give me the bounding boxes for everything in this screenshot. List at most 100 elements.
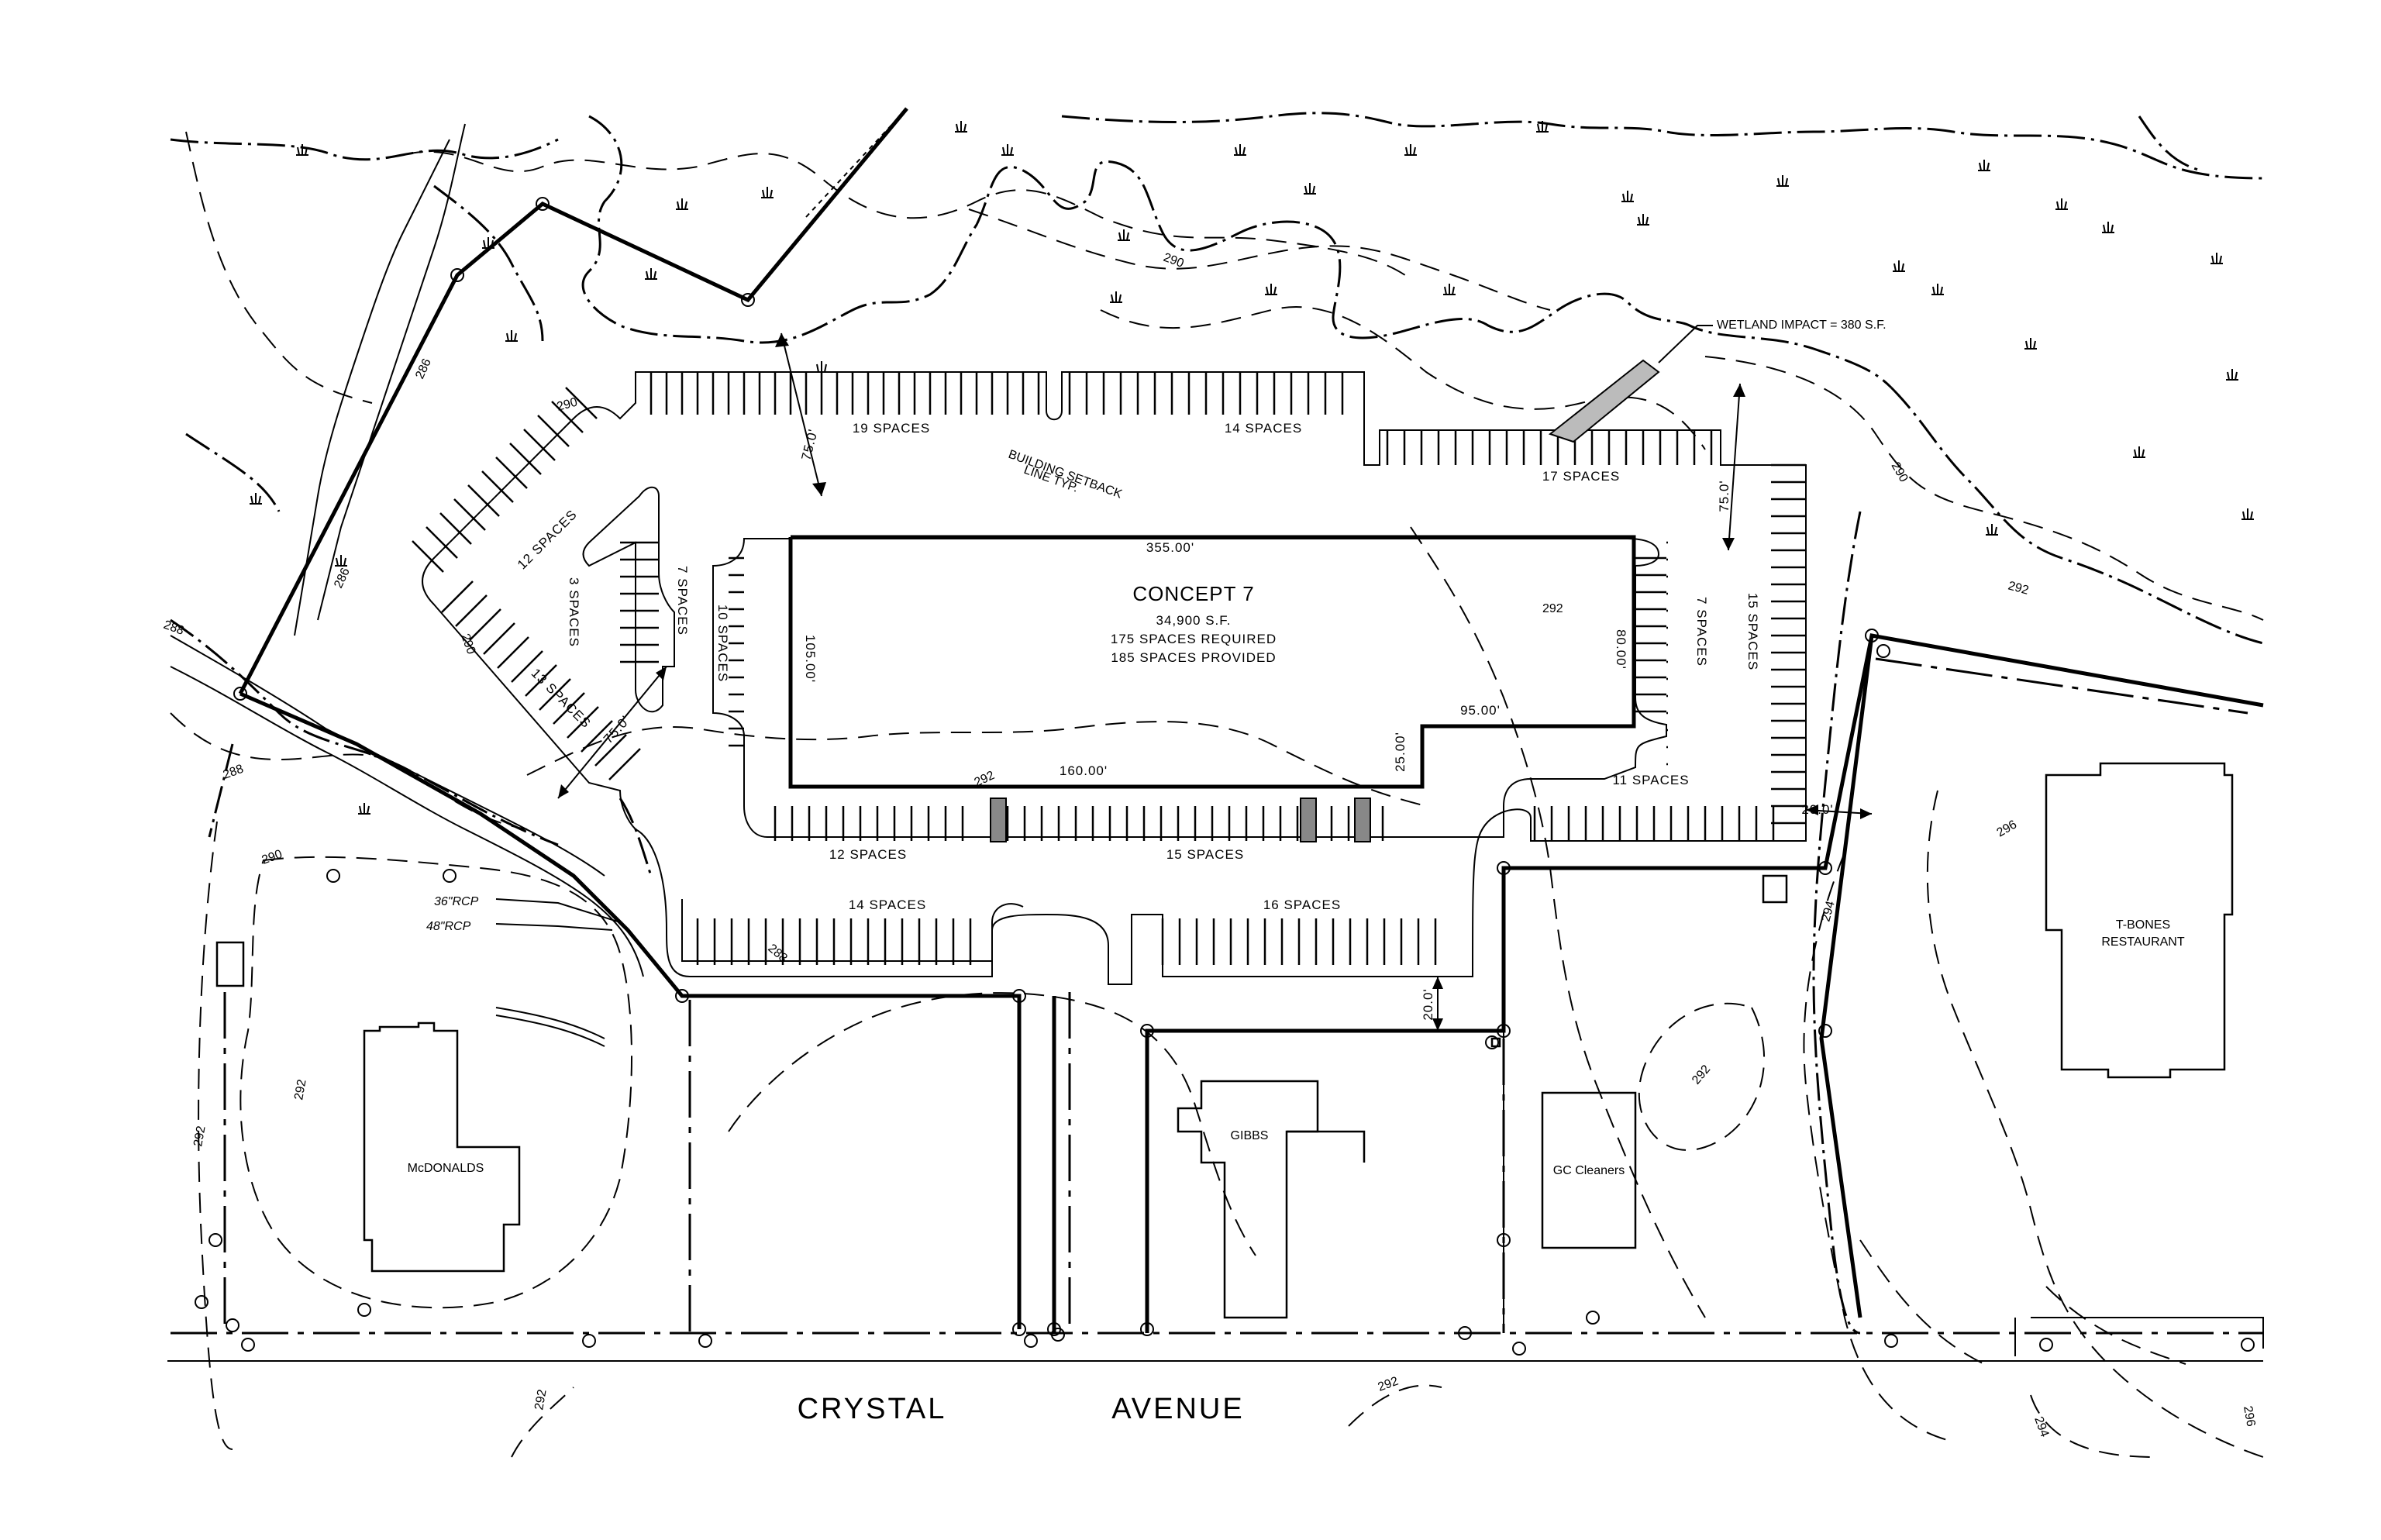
wetland-impact-area xyxy=(1548,359,1660,443)
neighbor-label: RESTAURANT xyxy=(2101,935,2184,949)
marsh-icon xyxy=(1637,214,1649,226)
contour-label: 286 xyxy=(332,566,353,590)
utility-pole xyxy=(357,1303,371,1317)
stall-line xyxy=(469,608,501,641)
parking-label: 12 SPACES xyxy=(515,507,580,572)
contour-label: 292 xyxy=(2007,579,2030,597)
utility-pole xyxy=(2241,1338,2255,1352)
stall-line xyxy=(441,581,474,613)
dimension-label: 75.0' xyxy=(798,427,820,462)
utility-pole xyxy=(450,268,464,282)
street-name: CRYSTAL xyxy=(798,1393,947,1425)
dimension-label: 75.0' xyxy=(601,713,633,746)
stall-line xyxy=(497,636,529,669)
dimension-lines xyxy=(495,325,1873,1031)
utility-pole xyxy=(1876,644,1890,658)
stall-line xyxy=(608,748,641,780)
stall-line xyxy=(565,387,598,419)
utility-pole xyxy=(2039,1338,2053,1352)
marsh-icon xyxy=(1001,144,1014,156)
contour-label: 294 xyxy=(2031,1415,2051,1439)
stall-line xyxy=(537,415,570,447)
proposed-building xyxy=(788,535,1636,789)
street-name: AVENUE xyxy=(1111,1393,1244,1425)
wetland-boundary xyxy=(170,112,2264,1335)
utility-pole xyxy=(1047,1322,1061,1336)
utility-symbols xyxy=(195,197,2255,1356)
parking-label: 11 SPACES xyxy=(1612,773,1689,787)
marsh-icon xyxy=(1443,284,1456,295)
marsh-icon xyxy=(505,330,518,342)
parking-label: 3 SPACES xyxy=(567,577,581,647)
pipe-label: 48"RCP xyxy=(426,920,471,933)
parking-label: 14 SPACES xyxy=(849,897,926,912)
marsh-icon xyxy=(815,361,828,373)
utility-pole xyxy=(1140,1024,1154,1038)
parking-label: 15 SPACES xyxy=(1166,847,1244,862)
marsh-icon xyxy=(358,803,370,815)
parking-label: 13 SPACES xyxy=(529,666,594,731)
stall-line xyxy=(481,470,514,503)
marsh-icon xyxy=(761,187,774,198)
property-boundary xyxy=(238,107,2264,1333)
spaces-provided: 185 SPACES PROVIDED xyxy=(1111,650,1276,665)
stall-line xyxy=(495,456,528,489)
stall-line xyxy=(539,678,571,711)
contour-label: 292 xyxy=(292,1078,308,1101)
utility-pole xyxy=(1884,1334,1898,1348)
marsh-icon xyxy=(335,555,347,567)
utility-pole xyxy=(1818,861,1832,875)
labels: CONCEPT 7 34,900 S.F. 175 SPACES REQUIRE… xyxy=(162,251,2258,1439)
utility-pole xyxy=(1865,629,1879,643)
marsh-icon xyxy=(2055,198,2068,210)
stall-line xyxy=(581,720,613,753)
parking-stalls xyxy=(412,372,1806,965)
marsh-icon xyxy=(2133,446,2145,458)
utility-pole xyxy=(675,989,689,1003)
dimension-label: 25.00' xyxy=(1393,732,1408,772)
marsh-icon xyxy=(2210,253,2223,264)
marsh-icon xyxy=(296,144,308,156)
utility-pole xyxy=(1497,1233,1511,1247)
concept-title: CONCEPT 7 xyxy=(1132,582,1254,605)
existing-roads xyxy=(167,123,2264,1362)
stall-line xyxy=(467,484,500,517)
stall-line xyxy=(525,664,557,697)
utility-pole xyxy=(208,1233,222,1247)
marsh-icon xyxy=(645,268,657,280)
parking-label: 17 SPACES xyxy=(1542,469,1620,484)
utility-pole xyxy=(698,1334,712,1348)
stall-line xyxy=(453,498,486,531)
stall-line xyxy=(511,650,543,683)
contour-label: 290 xyxy=(1889,460,1911,485)
building-area: 34,900 S.F. xyxy=(1156,613,1231,628)
stall-line xyxy=(509,443,542,475)
dimension-label: 75.0' xyxy=(1717,480,1731,512)
utility-pole xyxy=(1512,1342,1526,1356)
utility-pole xyxy=(1140,1322,1154,1336)
stall-line xyxy=(523,429,556,461)
parking-label: 16 SPACES xyxy=(1263,897,1341,912)
dimension-label: 355.00' xyxy=(1146,540,1194,555)
contour-label: 292 xyxy=(1377,1375,1401,1394)
dimension-label: 20.0' xyxy=(1421,988,1435,1020)
utility-pole xyxy=(582,1334,596,1348)
pipe-label: 36"RCP xyxy=(434,895,479,908)
contour-label: 294 xyxy=(1819,900,1837,923)
marsh-icon xyxy=(2241,508,2254,520)
contour-label: 290 xyxy=(556,396,579,414)
marsh-icon xyxy=(1304,183,1316,195)
utility-pole xyxy=(536,197,550,211)
contour-label: 292 xyxy=(532,1388,549,1411)
parking-label: 7 SPACES xyxy=(1694,597,1709,667)
contour-label: 292 xyxy=(1690,1063,1713,1087)
marsh-icon xyxy=(1118,229,1130,241)
wetland-impact-label: WETLAND IMPACT = 380 S.F. xyxy=(1717,319,1887,332)
stall-line xyxy=(553,692,585,725)
neighbor-label: McDONALDS xyxy=(408,1162,484,1175)
parking-label: 7 SPACES xyxy=(675,566,690,636)
contour-label: 296 xyxy=(1995,818,2020,839)
utility-pole xyxy=(1024,1334,1038,1348)
stall-line xyxy=(439,512,472,545)
